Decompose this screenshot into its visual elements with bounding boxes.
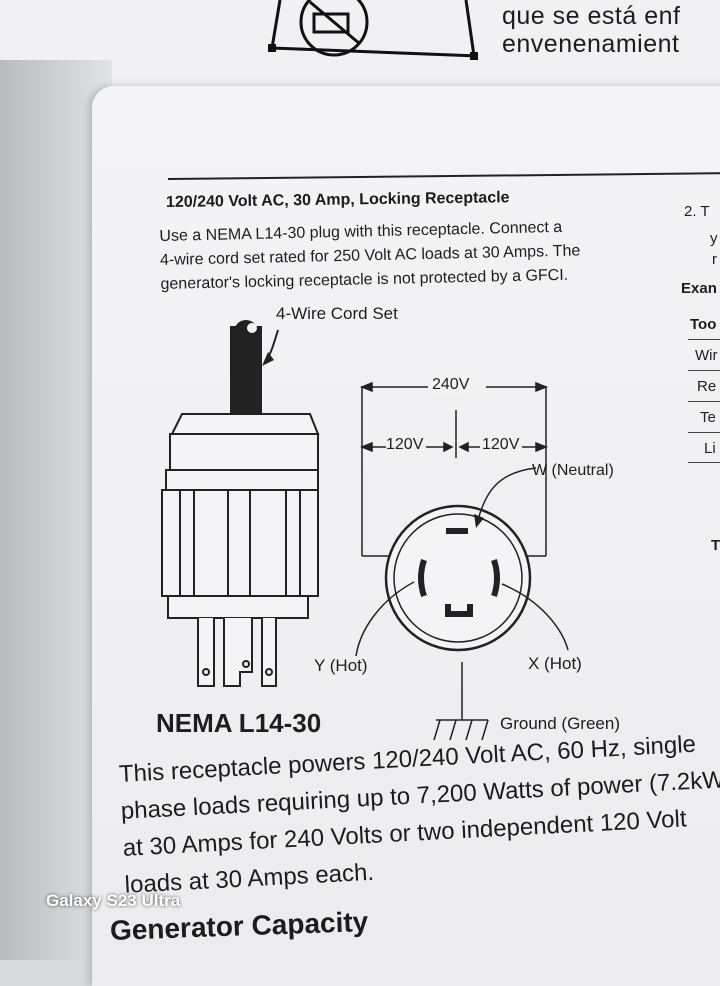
right-column-text: 2. T (684, 203, 710, 220)
table-rule (688, 339, 720, 340)
right-column-text: Too (690, 316, 717, 333)
neutral-label: W (Neutral) (532, 462, 614, 479)
cord-set-label: 4-Wire Cord Set (276, 304, 398, 323)
leader-lines (355, 467, 569, 741)
right-column-text: r (712, 251, 717, 268)
hot-y-label: Y (Hot) (314, 656, 368, 675)
right-column-text: y (710, 230, 718, 247)
voltage-dimension-lines (359, 381, 549, 557)
y-hot-slot (418, 559, 427, 597)
right-column-text: Re (697, 378, 717, 395)
hot-x-label: X (Hot) (528, 654, 582, 673)
upper-text-line2: envenenamient (502, 30, 680, 58)
voltage-120-left-label: 120V (386, 436, 424, 453)
ground-label: Ground (Green) (500, 714, 620, 733)
warning-pictogram (268, 0, 479, 60)
right-column-text: Wir (695, 347, 718, 364)
voltage-120-right-label: 120V (482, 436, 520, 453)
table-rule (688, 462, 720, 463)
model-label: NEMA L14-30 (156, 708, 322, 738)
right-column-text: Te (700, 409, 716, 426)
plug-icon (161, 413, 320, 687)
voltage-240-label: 240V (432, 376, 470, 394)
camera-watermark: Galaxy S23 Ultra (46, 891, 181, 910)
right-column-text: Li (704, 440, 716, 457)
upper-text-line1: que se está enf (502, 2, 681, 30)
receptacle-diagram (161, 320, 569, 741)
right-column-text: Exan (681, 280, 717, 297)
ground-slot (445, 604, 473, 617)
neutral-slot (446, 528, 468, 534)
table-rule (688, 432, 720, 433)
x-hot-slot (491, 559, 500, 597)
table-rule (688, 370, 720, 371)
right-column-text: T (711, 537, 720, 554)
upper-page: que se está enf envenenamient (0, 0, 720, 100)
receptacle-icon (384, 504, 532, 652)
description-paragraph: This receptacle powers 120/240 Volt AC, … (118, 725, 720, 904)
table-rule (688, 401, 720, 402)
